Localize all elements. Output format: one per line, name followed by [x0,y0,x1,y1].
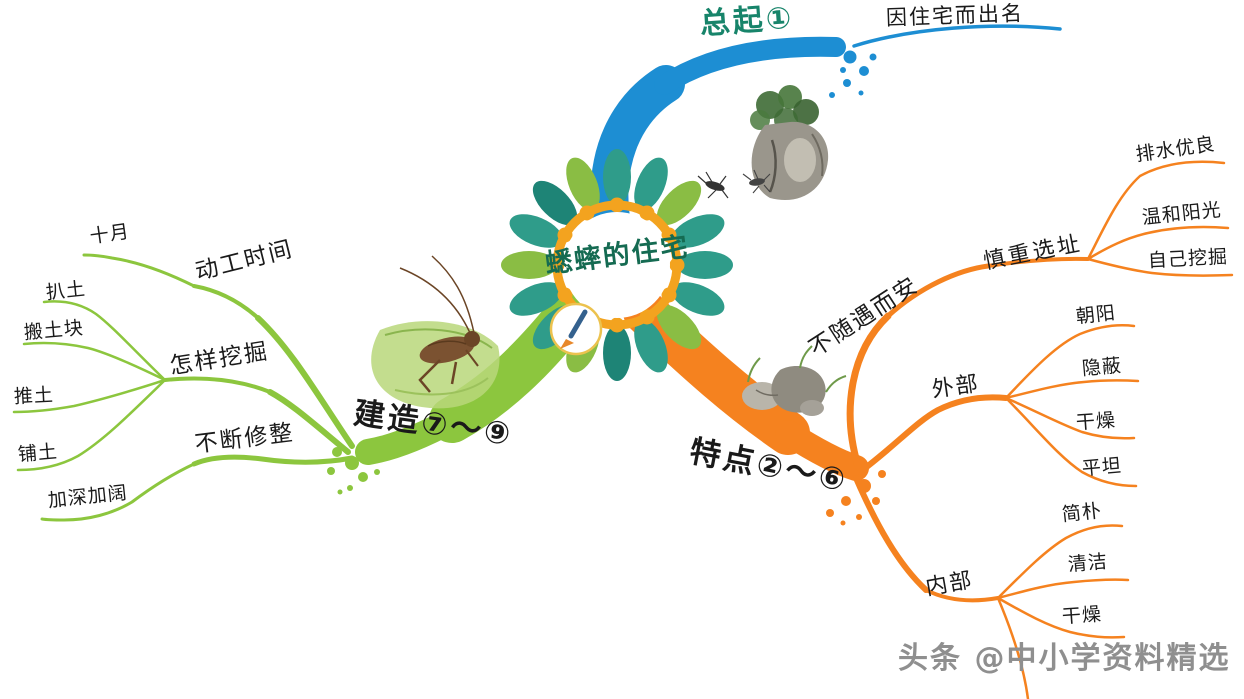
rock-plants-illustration [750,85,829,201]
node-push-soil: 推土 [13,383,55,408]
node-spread-soil: 铺土 [16,440,59,466]
node-facing-sun: 朝阳 [1074,301,1117,328]
branch-blue-splatter [829,50,877,98]
paintbrush-badge [549,302,603,356]
node-october: 十月 [88,220,132,248]
branch-orange-paths [623,160,1234,699]
node-rake-soil: 扒土 [44,277,87,304]
node-hidden: 隐蔽 [1080,354,1123,380]
node-famous-for-house: 因住宅而出名 [885,1,1025,30]
node-dug-by-itself: 自己挖掘 [1147,245,1229,272]
node-clean: 清洁 [1066,550,1109,576]
stones-illustration [742,345,847,416]
branch-blue-paths [590,24,1062,279]
node-overview: 总起① [698,0,796,42]
branch-green-splatter [327,447,380,495]
node-dry-exterior: 干燥 [1075,409,1117,434]
cricket-illustration [371,255,500,409]
node-dry-interior: 干燥 [1061,603,1103,628]
branch-orange-splatter [826,470,886,526]
node-flat: 平坦 [1080,454,1123,480]
center-flower [501,149,733,381]
paintbrush-icon [568,309,588,339]
insects-illustration [697,169,771,199]
node-move-clods: 搬土块 [22,316,85,344]
node-simple: 简朴 [1060,499,1103,526]
watermark: 头条 @中小学资料精选 [898,641,1231,676]
